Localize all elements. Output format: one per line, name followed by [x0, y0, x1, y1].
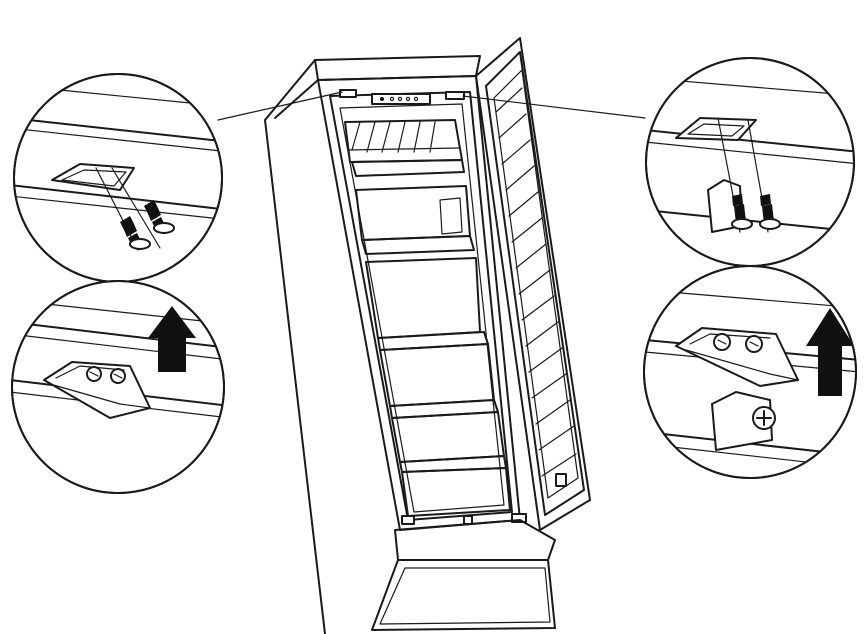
hinge-right-bottom [511, 513, 527, 523]
hinge-left-top [339, 89, 357, 98]
door-liner-ribs [495, 87, 577, 477]
wire-basket [344, 119, 463, 163]
detail-bottom-right [643, 265, 857, 479]
shelf-2 [361, 235, 475, 255]
open-door [475, 37, 591, 531]
base-plinth [394, 519, 556, 561]
drawer-3 [379, 343, 495, 407]
arrow-up-icon [806, 308, 854, 396]
screw-icon [120, 216, 151, 250]
detail-top-right [645, 57, 855, 267]
screw-icon [759, 194, 781, 230]
callout-line-left [217, 91, 343, 121]
hinge-left-bottom [401, 515, 415, 525]
hinge-right-top [445, 91, 465, 100]
arrow-up-icon [148, 306, 196, 372]
plus-screw-icon [752, 406, 776, 430]
drawer-2 [365, 257, 481, 339]
shelf-1 [351, 159, 465, 177]
drawer-4 [391, 411, 505, 463]
drawer-1 [355, 185, 471, 241]
appliance-cabinet [264, 55, 556, 634]
screw-icon [144, 200, 175, 234]
drawer-5 [401, 467, 511, 517]
detail-bottom-left [11, 280, 225, 494]
detail-top-left [13, 73, 223, 283]
callout-line-right [462, 95, 646, 119]
screw-icon [731, 194, 753, 230]
hinge-bracket [675, 327, 799, 387]
